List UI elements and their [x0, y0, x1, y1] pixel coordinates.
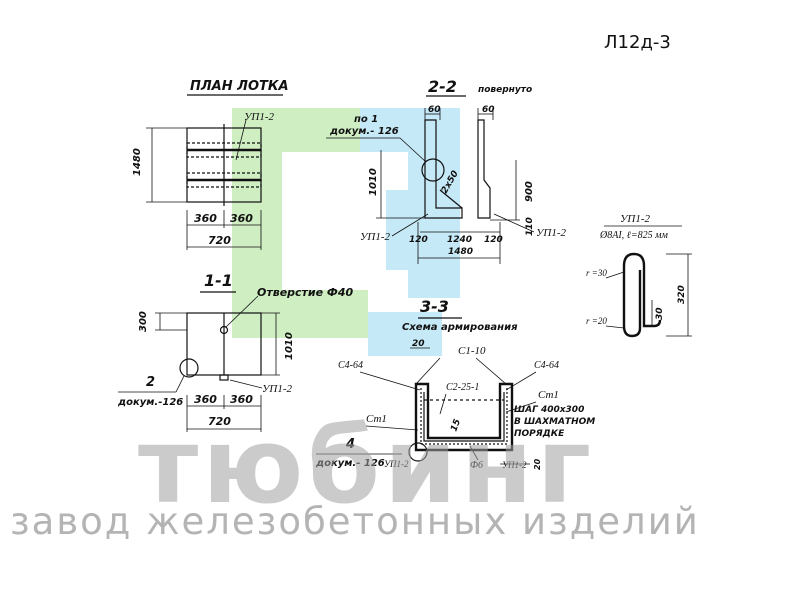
section-2-2: 2-2 повернуто по 1 докум.- 126 2х50 60 6…: [326, 77, 567, 264]
section-1-1: 1-1 Отверстие Ф40 300 1010 360 360 720 2…: [117, 271, 353, 432]
label-ct1-right: Ст1: [538, 389, 559, 401]
watermark-logo: [232, 108, 460, 356]
section33-title: 3-3: [420, 297, 449, 316]
callout-pos2: 2: [146, 375, 155, 390]
dim-60-right: 60: [482, 105, 495, 115]
dim-1010-11: 1010: [284, 332, 295, 360]
dim-30: 30: [655, 307, 665, 320]
step-line3: ПОРЯДКЕ: [514, 429, 565, 439]
section22-title: 2-2: [428, 77, 457, 96]
dim-60-left: 60: [428, 105, 441, 115]
dim-360-d: 360: [230, 393, 253, 406]
dim-1480-plan: 1480: [132, 148, 143, 176]
dim-20: 20: [412, 339, 425, 349]
label-up12-22-right: УП1-2: [536, 227, 567, 239]
brand-tagline: завод железобетонных изделий: [10, 500, 700, 543]
label-c2251: С2-25-1: [446, 382, 479, 393]
dim-110: 110: [525, 217, 535, 236]
label-c464-right: С4-64: [534, 360, 559, 371]
dim-900: 900: [524, 181, 535, 202]
dim-360-a: 360: [194, 212, 217, 225]
dim-720-plan: 720: [208, 234, 231, 247]
dim-1480-22: 1480: [448, 247, 473, 257]
section11-title: 1-1: [204, 271, 233, 290]
label-up12-22-left: УП1-2: [360, 231, 391, 243]
step-line2: В ШАХМАТНОМ: [514, 417, 595, 427]
dim-120-right: 120: [484, 235, 503, 245]
callout-pos1: по 1: [354, 114, 378, 125]
dim-20-b: 20: [533, 458, 542, 470]
dim-360-c: 360: [194, 393, 217, 406]
detail-title: УП1-2: [620, 213, 651, 225]
bar-detail-up12: УП1-2 Ø8AI, ℓ=825 мм r =30 r =20 320 30: [586, 213, 692, 338]
dim-720-11: 720: [208, 415, 231, 428]
label-up12-33-right: УП1-2: [502, 460, 527, 470]
callout-hole: Отверстие Ф40: [257, 286, 353, 299]
dim-1240: 1240: [447, 235, 472, 245]
label-c464-left: С4-64: [338, 360, 363, 371]
callout-doc126-a: докум.- 126: [329, 126, 399, 137]
label-up12-plan: УП1-2: [244, 111, 275, 123]
plan-view: ПЛАН ЛОТКА 1480 360 360 720 УП1-2: [132, 79, 289, 250]
section22-note: повернуто: [478, 85, 532, 95]
dim-300: 300: [138, 311, 149, 332]
label-up12-11: УП1-2: [262, 383, 293, 395]
brand-watermark: тюбинг: [138, 405, 596, 527]
callout-doc126-c: докум.- 126: [315, 458, 385, 469]
dim-320: 320: [677, 285, 687, 304]
dim-15: 15: [449, 418, 463, 433]
step-line1: ШАГ 400х300: [514, 405, 584, 415]
label-c110: С1-10: [458, 345, 486, 357]
dim-360-b: 360: [230, 212, 253, 225]
section-3-3: 3-3 Схема армирования 20 15 С4-64 С1-10 …: [315, 297, 595, 471]
plan-title: ПЛАН ЛОТКА: [190, 79, 289, 94]
dim-1010-22: 1010: [368, 168, 379, 196]
drawing-code: Л12д-3: [604, 32, 671, 53]
label-r30: r =30: [586, 268, 607, 278]
callout-doc126-b: докум.-126: [117, 397, 183, 408]
label-up12-33-left: УП1-2: [384, 459, 409, 469]
detail-spec: Ø8AI, ℓ=825 мм: [599, 230, 668, 241]
callout-pos4: 4: [345, 437, 355, 452]
label-r20: r =20: [586, 316, 607, 326]
label-phi6: Ф6: [470, 460, 483, 471]
label-ct1-left: Ст1: [366, 413, 387, 425]
scheme-title: Схема армирования: [402, 322, 518, 333]
